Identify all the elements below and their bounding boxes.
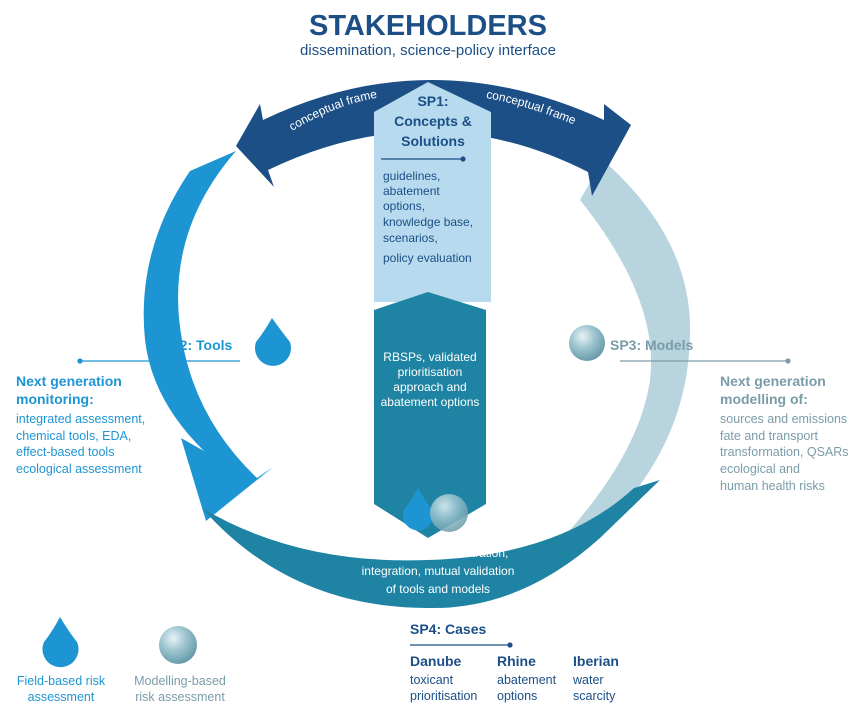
legend-field-line: Field-based risk <box>17 674 106 688</box>
legend-model-line: Modelling-based <box>134 674 226 688</box>
conceptual-frame-arrow <box>236 80 631 196</box>
case-line: scarcity <box>573 689 616 703</box>
sp3-heading-line: Next generation <box>720 373 826 389</box>
sp3-leader-dot <box>785 358 791 364</box>
sp3-heading-line: modelling of: <box>720 391 808 407</box>
case-line: options <box>497 689 537 703</box>
center-arrow-line: abatement options <box>381 395 480 409</box>
case-line: toxicant <box>410 673 454 687</box>
center-arrow <box>374 292 486 538</box>
case-iberian: Iberian water scarcity <box>572 653 619 703</box>
sp1-item: abatement <box>383 184 440 198</box>
center-arrow-line: prioritisation <box>398 365 463 379</box>
legend-model: Modelling-based risk assessment <box>134 674 226 704</box>
model-legend-sphere-icon <box>159 626 197 664</box>
bottom-arrow-line: of tools and models <box>386 582 490 596</box>
sp1-panel <box>374 82 491 302</box>
bottom-arrow-line: integration, mutual validation <box>362 564 515 578</box>
sp3-item: human health risks <box>720 479 825 493</box>
sp2-item: ecological assessment <box>16 462 142 476</box>
sphere-icon <box>569 325 605 361</box>
droplet-icon <box>254 318 292 366</box>
legend-field-line: assessment <box>28 690 95 704</box>
legend-field: Field-based risk assessment <box>17 674 106 704</box>
sp3-item: fate and transport <box>720 429 819 443</box>
droplet-icon <box>403 488 433 531</box>
case-name: Iberian <box>573 653 619 669</box>
bottom-arrow-text: evaluation, demonstration, integration, … <box>362 546 515 596</box>
legend-model-line: risk assessment <box>135 690 225 704</box>
sp2-cycle-arrow <box>143 151 273 521</box>
case-line: prioritisation <box>410 689 477 703</box>
case-line: abatement <box>497 673 557 687</box>
sp1-item: knowledge base, <box>383 215 473 229</box>
sp4-title: SP4: Cases <box>410 621 486 637</box>
sp3-description: Next generation modelling of: sources an… <box>720 373 849 493</box>
page-subtitle: dissemination, science-policy interface <box>300 42 556 59</box>
sp1-title-line: Solutions <box>401 133 465 149</box>
sp3-item: sources and emissions <box>720 412 847 426</box>
sp2-leader-dot <box>77 358 83 364</box>
page-title: STAKEHOLDERS <box>309 10 547 42</box>
sp1-item: policy evaluation <box>383 251 472 265</box>
sp1-title-line: Concepts & <box>394 113 472 129</box>
sp4-divider-dot <box>507 642 513 648</box>
sp3-item: ecological and <box>720 462 800 476</box>
sp1-divider-dot <box>460 156 466 162</box>
sp1-item: guidelines, <box>383 169 440 183</box>
center-arrow-text: RBSPs, validated prioritisation approach… <box>381 350 480 409</box>
case-name: Rhine <box>497 653 536 669</box>
case-rhine: Rhine abatement options <box>497 653 557 703</box>
center-arrow-line: approach and <box>393 380 466 394</box>
sp1-item: options, <box>383 199 425 213</box>
case-line: water <box>572 673 604 687</box>
sp4-cycle-arrow <box>202 480 660 609</box>
sp3-item: transformation, QSARs <box>720 445 849 459</box>
sp1-items: guidelines, abatement options, knowledge… <box>383 169 473 265</box>
sp2-label: SP2: Tools <box>161 337 233 353</box>
case-name: Danube <box>410 653 462 669</box>
sp1-title: SP1: Concepts & Solutions <box>394 93 472 149</box>
case-danube: Danube toxicant prioritisation <box>410 653 477 703</box>
sp2-heading-line: monitoring: <box>16 391 94 407</box>
center-arrow-line: RBSPs, validated <box>383 350 476 364</box>
sp2-heading-line: Next generation <box>16 373 122 389</box>
sp1-title-line: SP1: <box>417 93 448 109</box>
sp3-label: SP3: Models <box>610 337 693 353</box>
sp2-item: effect-based tools <box>16 445 114 459</box>
bottom-arrow-line: evaluation, demonstration, <box>368 546 509 560</box>
sp3-cycle-arrow <box>570 160 691 535</box>
field-legend-droplet-icon <box>42 617 79 668</box>
sp2-item: integrated assessment, <box>16 412 145 426</box>
sp1-item: scenarios, <box>383 231 438 245</box>
sphere-icon <box>430 494 468 532</box>
sp2-description: Next generation monitoring: integrated a… <box>16 373 145 476</box>
sp2-item: chemical tools, EDA, <box>16 429 131 443</box>
